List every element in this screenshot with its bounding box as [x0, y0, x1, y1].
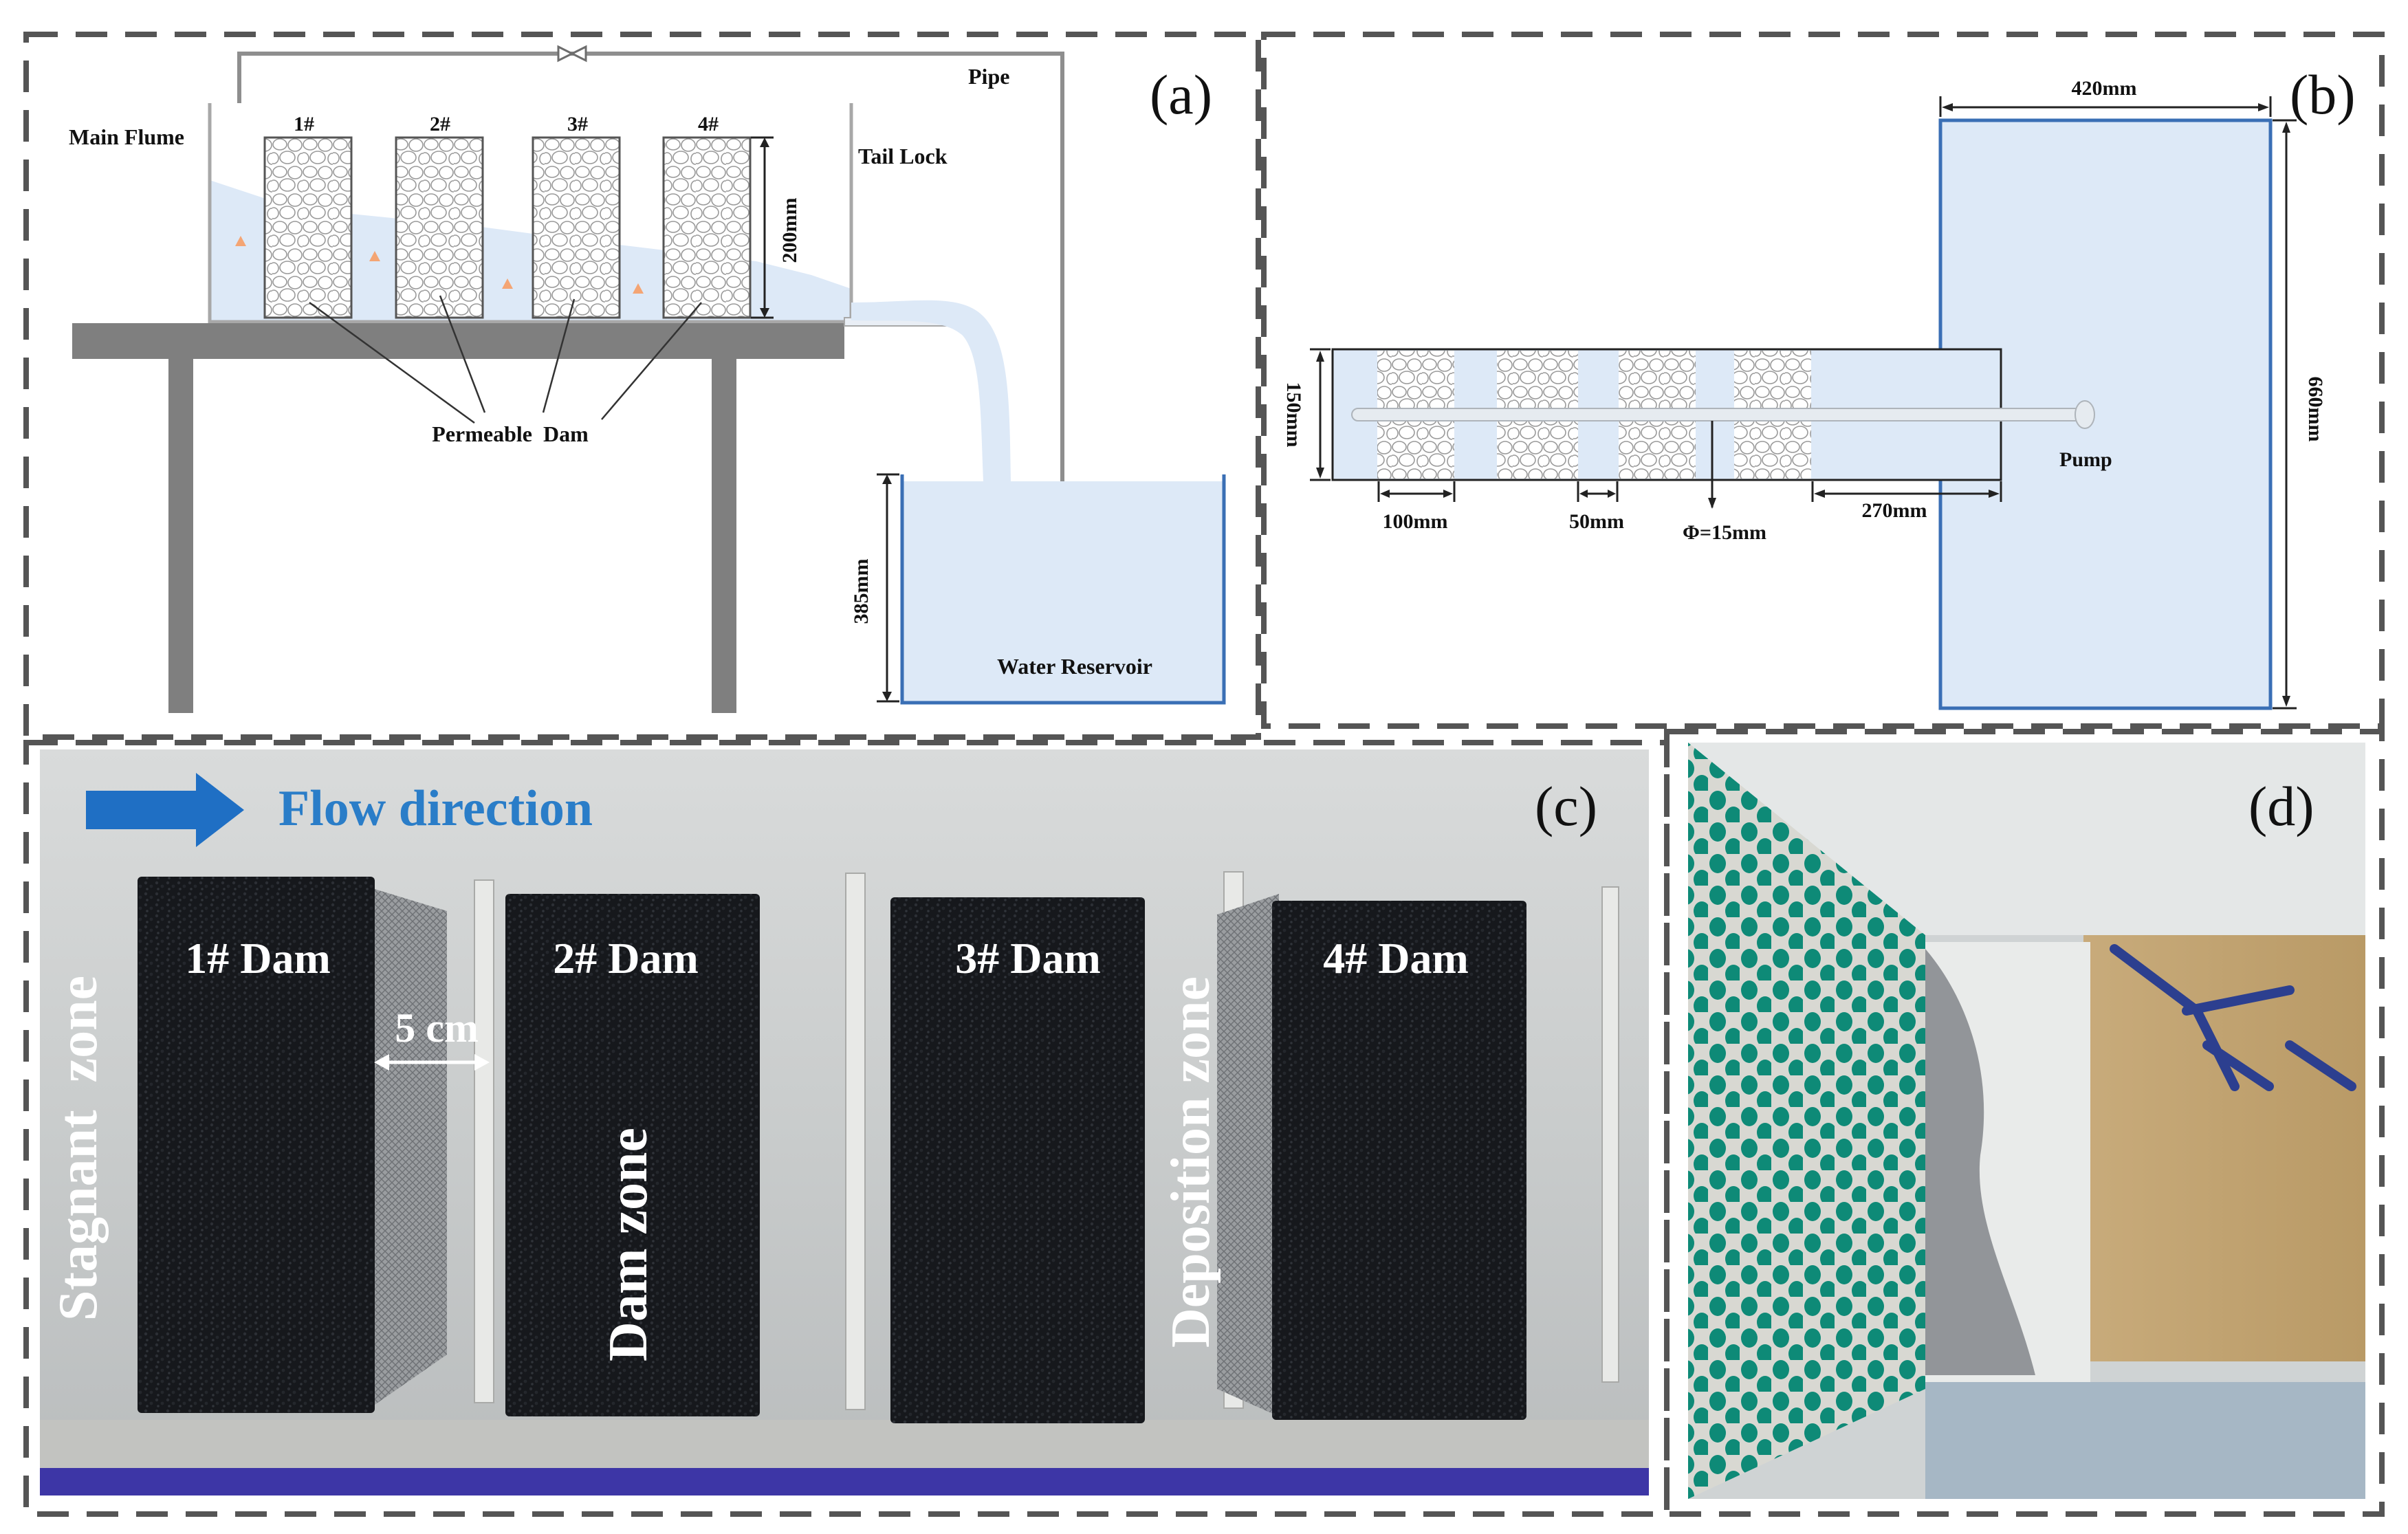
- panel-c: Flow direction 1# Dam 2# Dam 3# Dam 4# D…: [40, 749, 1649, 1495]
- dim-200-label: 200mm: [778, 198, 801, 263]
- schematic-dam-1: [263, 136, 353, 319]
- dim-385-line: [877, 473, 899, 703]
- dim-100-line: [1377, 481, 1456, 502]
- photo-dam-3: [890, 897, 1145, 1423]
- plan-pipe: [1351, 408, 2086, 421]
- dim-660-line: [2273, 119, 2297, 710]
- frame-b: [1261, 32, 2385, 729]
- reservoir-water: [902, 481, 1223, 703]
- main-flume-label: Main Flume: [69, 124, 184, 149]
- dim-50-label: 50mm: [1569, 510, 1624, 533]
- dim-150-label: 150mm: [1282, 382, 1305, 448]
- frame-d: [1664, 729, 2385, 1517]
- panel-b-tag: (b): [2290, 63, 2356, 126]
- table-leg-left: [168, 359, 193, 713]
- panel-d-tag: (d): [2248, 775, 2314, 837]
- table-leg-right: [712, 359, 736, 713]
- permeable-dam-leaders: [309, 295, 702, 424]
- photo-dam-1: [138, 877, 375, 1413]
- dim-420-label: 420mm: [2072, 77, 2137, 100]
- photo-d-dye-streak: [2110, 944, 2356, 1091]
- flume-walls: [208, 103, 853, 324]
- dim-420-line: [1939, 96, 2272, 117]
- dim-150-line: [1310, 348, 1331, 481]
- photo-d-dark-plume: [1925, 949, 2035, 1375]
- pump-icon: [2075, 400, 2095, 429]
- dam-zone-label: Dam zone: [598, 1128, 659, 1361]
- dim-200-line: [751, 136, 774, 319]
- gap-label: 5 cm: [395, 1005, 479, 1051]
- photo-c-base: [40, 1468, 1649, 1495]
- pipe: [237, 52, 1064, 495]
- photo-d-perforated-plate: [1688, 743, 1925, 1499]
- dam-number-2: 2#: [430, 113, 450, 135]
- mesh-plate-4: [1217, 894, 1279, 1416]
- pump-label: Pump: [2059, 448, 2112, 471]
- photo-dam-label-4: 4# Dam: [1323, 934, 1469, 983]
- panel-b: Pump 420mm 660mm 150mm 100mm 50mm Φ=15mm…: [1282, 63, 2356, 710]
- photo-d-bottom-glass: [1925, 1382, 2365, 1499]
- dam-number-3: 3#: [567, 113, 588, 135]
- water-reservoir-label: Water Reservoir: [997, 654, 1152, 679]
- reservoir-walls: [900, 474, 1226, 705]
- schematic-dam-3: [532, 136, 621, 319]
- flow-direction-arrow-icon: [86, 773, 244, 847]
- dim-270-label: 270mm: [1862, 499, 1927, 522]
- deposition-zone-label: Deposition zone: [1161, 976, 1221, 1348]
- photo-dam-label-3: 3# Dam: [955, 934, 1101, 983]
- dam-number-4: 4#: [698, 113, 719, 135]
- stagnant-zone-label: Stagnant zone: [48, 976, 109, 1321]
- dim-100-label: 100mm: [1383, 510, 1448, 533]
- photo-dam-label-2: 2# Dam: [553, 934, 699, 983]
- photo-dam-2: [505, 894, 760, 1416]
- flow-direction-label: Flow direction: [278, 780, 593, 837]
- mesh-plate-1: [368, 887, 447, 1410]
- photo-c-sediment-strip: [40, 1420, 1649, 1468]
- frame-c: [23, 740, 1670, 1517]
- dim-660-label: 660mm: [2304, 377, 2327, 442]
- frame-a: [23, 32, 1261, 740]
- pipe-label: Pipe: [968, 64, 1009, 89]
- photo-dam-4: [1272, 901, 1526, 1420]
- panel-d: (d): [1688, 743, 2365, 1499]
- photo-dam-label-1: 1# Dam: [185, 934, 331, 983]
- panel-a: 1# 2# 3# 4# 200mm 385mm Water Reservoir: [69, 45, 1226, 713]
- outflow-stream: [851, 300, 1011, 481]
- dim-phi-label: Φ=15mm: [1683, 521, 1766, 544]
- permeable-dam-label: Permeable Dam: [432, 421, 589, 446]
- dam-number-1: 1#: [294, 113, 314, 135]
- schematic-dam-2: [395, 136, 484, 319]
- panel-a-tag: (a): [1150, 63, 1212, 126]
- tail-lock-label: Tail Lock: [858, 144, 948, 168]
- panel-frames: [23, 32, 2385, 1517]
- schematic-dam-4: [662, 136, 752, 319]
- dim-385-label: 385mm: [850, 559, 873, 624]
- panel-c-tag: (c): [1535, 775, 1597, 837]
- dim-270-line: [1811, 481, 2002, 502]
- pipe-valve-icon: [557, 45, 587, 63]
